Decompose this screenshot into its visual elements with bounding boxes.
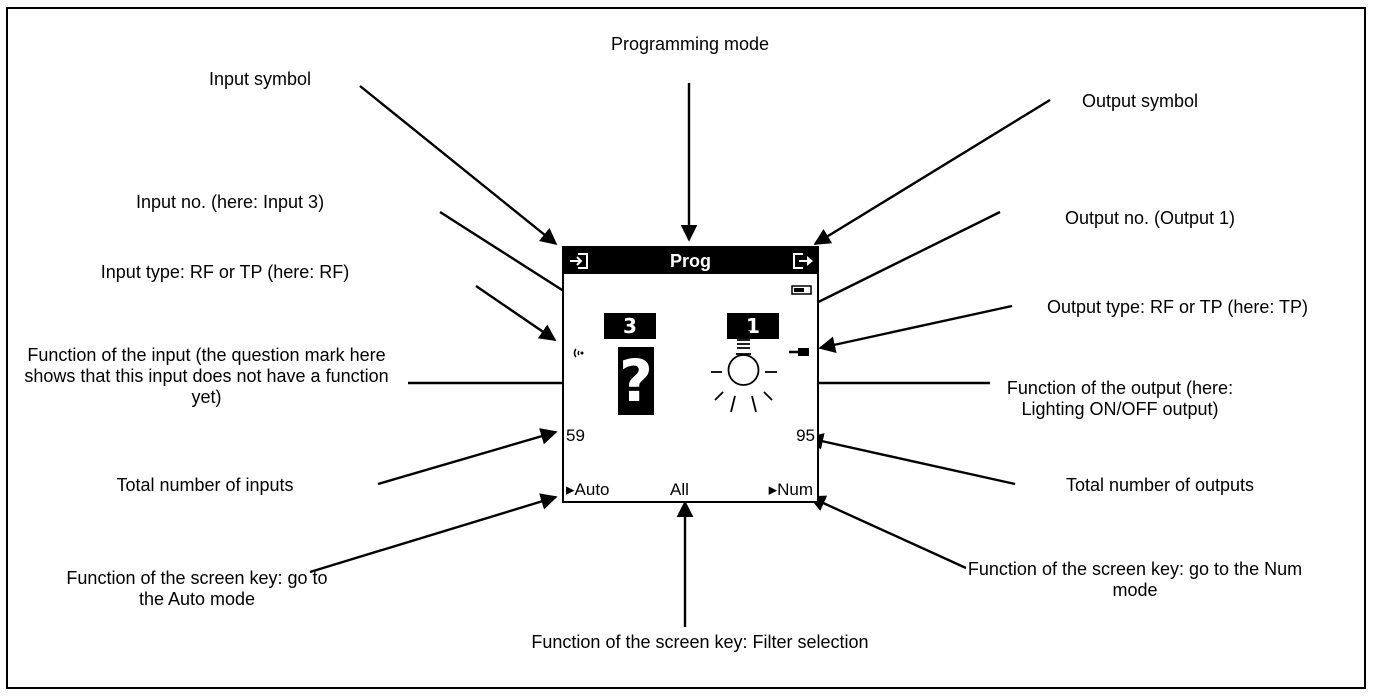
- device-screen: Prog 3 1 ?: [562, 246, 819, 503]
- light-bulb-icon: [711, 331, 777, 413]
- label-output-no: Output no. (Output 1): [1064, 208, 1236, 228]
- total-inputs-value: 59: [566, 426, 585, 445]
- battery-icon: [791, 285, 812, 295]
- arrow-total-outputs: [806, 433, 1016, 486]
- label-output-type: Output type: RF or TP (here: TP): [1046, 297, 1309, 317]
- label-output-function: Function of the output (here: Lighting O…: [1006, 378, 1234, 419]
- softkey-filter-all[interactable]: All: [670, 480, 689, 499]
- tp-plug-icon: [789, 348, 809, 356]
- label-key-auto: Function of the screen key: go to the Au…: [66, 568, 328, 609]
- label-input-type: Input type: RF or TP (here: RF): [100, 262, 350, 282]
- arrow-input-symbol: [359, 85, 558, 246]
- softkey-num[interactable]: ▸Num: [768, 480, 813, 499]
- arrow-key-num: [808, 495, 967, 570]
- arrow-total-inputs: [377, 428, 558, 486]
- label-key-num: Function of the screen key: go to the Nu…: [967, 559, 1303, 600]
- input-function-symbol: ?: [618, 347, 654, 415]
- label-output-symbol: Output symbol: [1081, 91, 1199, 111]
- screen-title: Prog: [669, 251, 711, 271]
- arrow-input-type: [475, 285, 557, 341]
- output-arrow-icon: [793, 253, 813, 269]
- label-key-filter: Function of the screen key: Filter selec…: [531, 632, 869, 652]
- label-input-function: Function of the input (the question mark…: [24, 345, 389, 407]
- arrow-output-type: [818, 304, 1013, 353]
- label-input-symbol: Input symbol: [208, 69, 312, 89]
- label-input-no: Input no. (here: Input 3): [135, 192, 325, 212]
- arrow-output-symbol: [813, 98, 1051, 246]
- softkey-auto[interactable]: ▸Auto: [566, 480, 610, 499]
- screen-title-bar: Prog: [564, 248, 817, 274]
- label-total-inputs: Total number of inputs: [116, 475, 294, 495]
- input-number-box: 3: [604, 313, 656, 339]
- total-outputs-value: 95: [796, 426, 815, 445]
- label-programming-mode: Programming mode: [610, 34, 770, 54]
- diagram-frame: [6, 7, 1366, 689]
- rf-wave-icon: [573, 348, 584, 358]
- arrow-key-auto: [309, 493, 558, 574]
- label-total-outputs: Total number of outputs: [1065, 475, 1255, 495]
- input-arrow-icon: [570, 253, 588, 269]
